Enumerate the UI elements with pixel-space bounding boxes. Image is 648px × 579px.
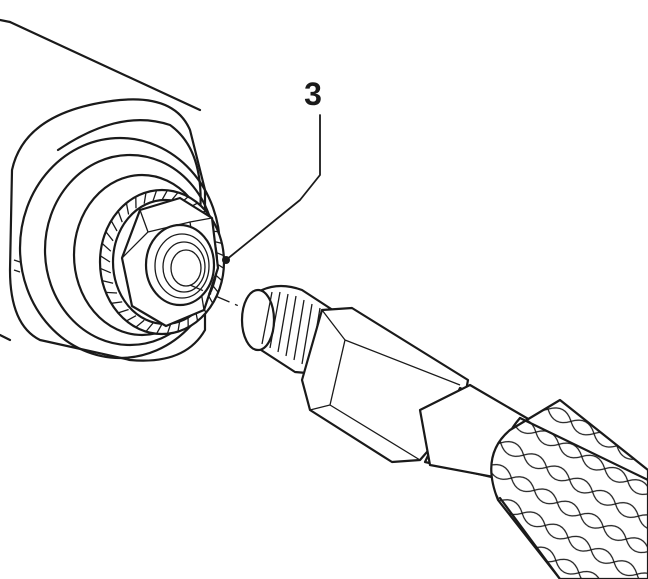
callout-number-label: 3 xyxy=(304,76,322,112)
hose-fitting xyxy=(240,284,532,487)
hex-nut xyxy=(120,196,220,328)
callout-3: 3 xyxy=(222,76,322,264)
